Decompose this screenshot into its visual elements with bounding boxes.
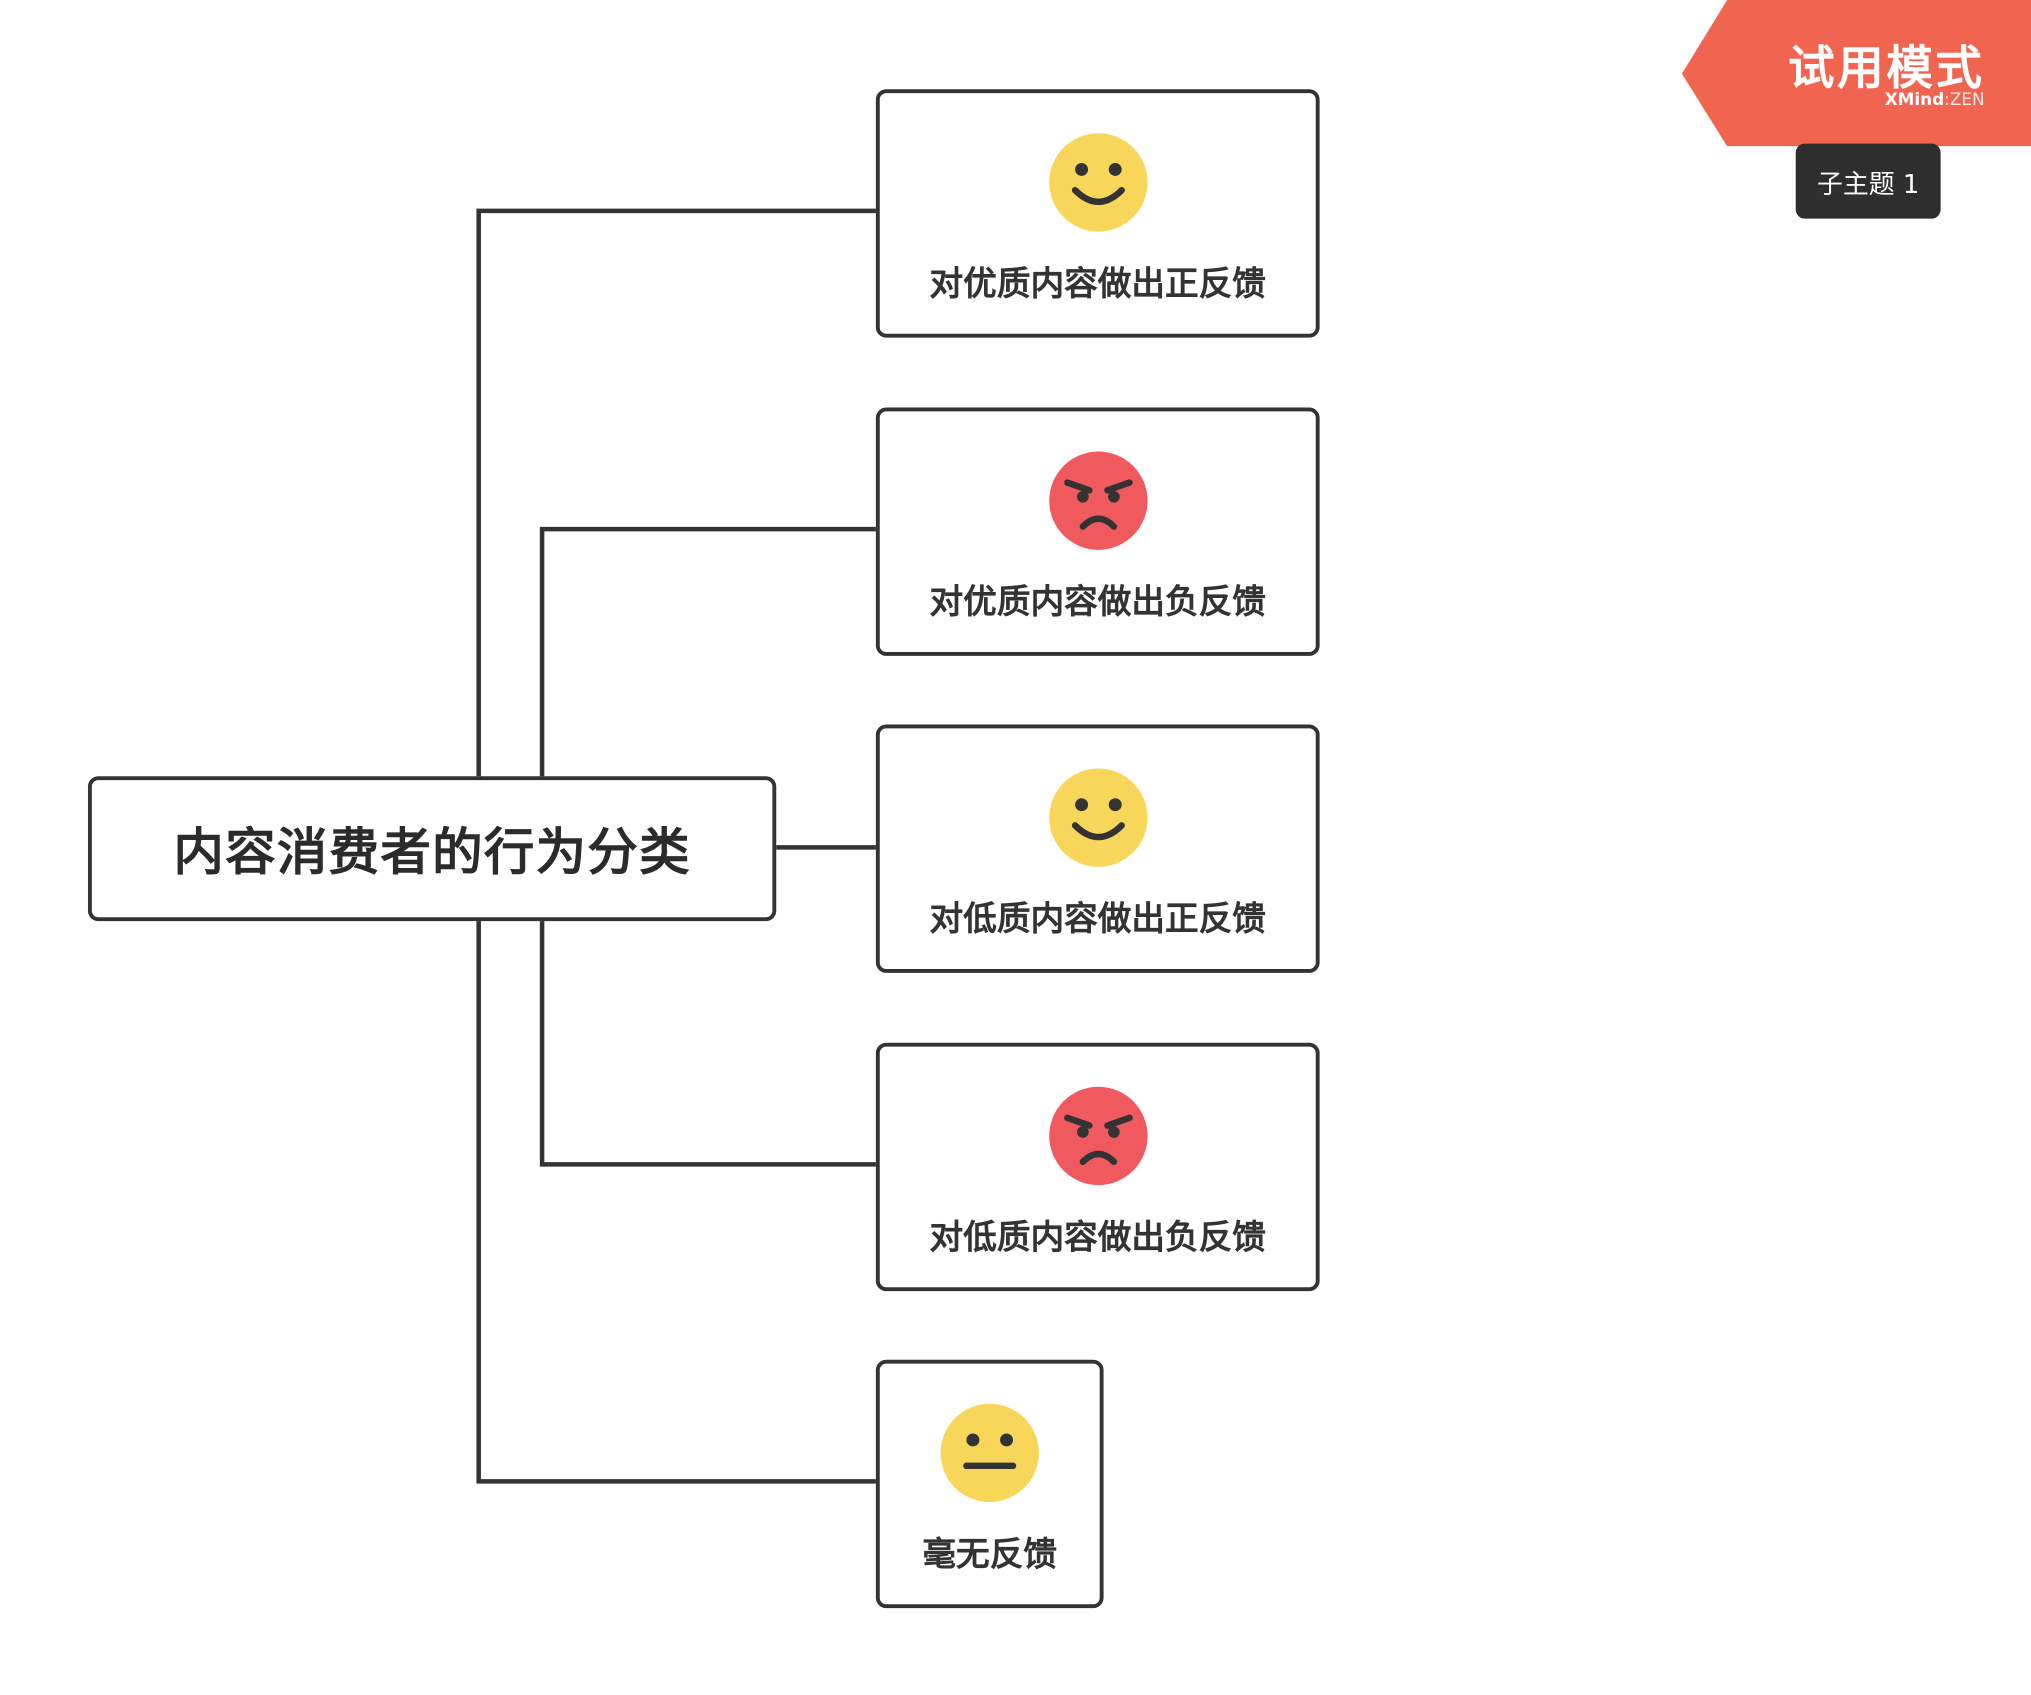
brand-separator: : xyxy=(1944,90,1950,110)
trial-mode-banner[interactable]: 试用模式 XMind:ZEN xyxy=(1681,0,2031,147)
topic-label: 对低质内容做出负反馈 xyxy=(929,1218,1266,1257)
smile-icon xyxy=(1048,767,1147,867)
topic-negative-feedback-low-quality[interactable]: 对低质内容做出负反馈 xyxy=(875,1042,1320,1292)
banner-ribbon xyxy=(1681,0,2031,147)
central-topic[interactable]: 内容消费者的行为分类 xyxy=(87,776,777,922)
brand-edition: ZEN xyxy=(1949,90,1985,110)
connector-child-1 xyxy=(476,208,876,777)
brand-name: XMind xyxy=(1884,90,1945,110)
connector-child-2 xyxy=(539,526,876,777)
angry-icon xyxy=(1048,1086,1147,1185)
connector-child-4 xyxy=(539,921,876,1167)
banner-title: 试用模式 xyxy=(1787,42,1985,96)
connector-child-5 xyxy=(476,921,876,1484)
topic-label: 毫无反馈 xyxy=(922,1535,1057,1574)
topic-positive-feedback-quality[interactable]: 对优质内容做出正反馈 xyxy=(875,89,1320,338)
topic-tooltip: 子主题 1 xyxy=(1795,143,1941,219)
angry-icon xyxy=(1048,450,1147,550)
topic-label: 对低质内容做出正反馈 xyxy=(929,899,1266,939)
central-topic-label: 内容消费者的行为分类 xyxy=(173,824,691,883)
neutral-icon xyxy=(940,1403,1039,1502)
smile-icon xyxy=(1048,132,1147,231)
topic-label: 对优质内容做出正反馈 xyxy=(929,264,1266,304)
topic-no-feedback[interactable]: 毫无反馈 xyxy=(875,1359,1104,1609)
banner-brand: XMind:ZEN xyxy=(1885,91,1985,110)
topic-positive-feedback-low-quality[interactable]: 对低质内容做出正反馈 xyxy=(875,724,1320,973)
topic-negative-feedback-quality[interactable]: 对优质内容做出负反馈 xyxy=(875,407,1320,656)
topic-label: 对优质内容做出负反馈 xyxy=(929,582,1266,622)
